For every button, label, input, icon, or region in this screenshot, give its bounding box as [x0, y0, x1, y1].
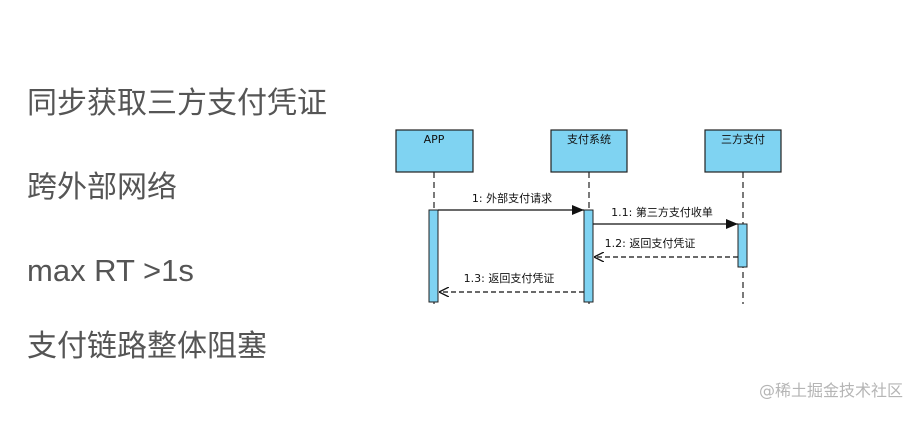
bullet-blocking: 支付链路整体阻塞 [27, 329, 267, 364]
participant-app: APP [395, 129, 474, 173]
message-1-label: 1: 外部支付请求 [472, 191, 552, 205]
participant-app-label: APP [424, 133, 445, 146]
activation-app [428, 209, 439, 303]
activation-third-party [737, 223, 748, 268]
participant-third-party: 三方支付 [704, 129, 782, 173]
message-1-3-label: 1.3: 返回支付凭证 [464, 271, 555, 285]
participant-payment-system-label: 支付系统 [567, 133, 611, 146]
watermark: @稀土掘金技术社区 [758, 381, 903, 400]
message-1-1-label: 1.1: 第三方支付收单 [611, 205, 713, 219]
participant-payment-system: 支付系统 [550, 129, 628, 173]
participant-third-party-label: 三方支付 [721, 132, 765, 146]
bullet-sync-credential: 同步获取三方支付凭证 [27, 86, 327, 121]
bullet-list: 同步获取三方支付凭证 跨外部网络 max RT >1s 支付链路整体阻塞 [0, 0, 380, 421]
message-1-2-label: 1.2: 返回支付凭证 [605, 236, 696, 250]
activation-payment-system [583, 209, 594, 303]
bullet-external-network: 跨外部网络 [27, 170, 177, 205]
bullet-max-rt: max RT >1s [27, 253, 194, 288]
